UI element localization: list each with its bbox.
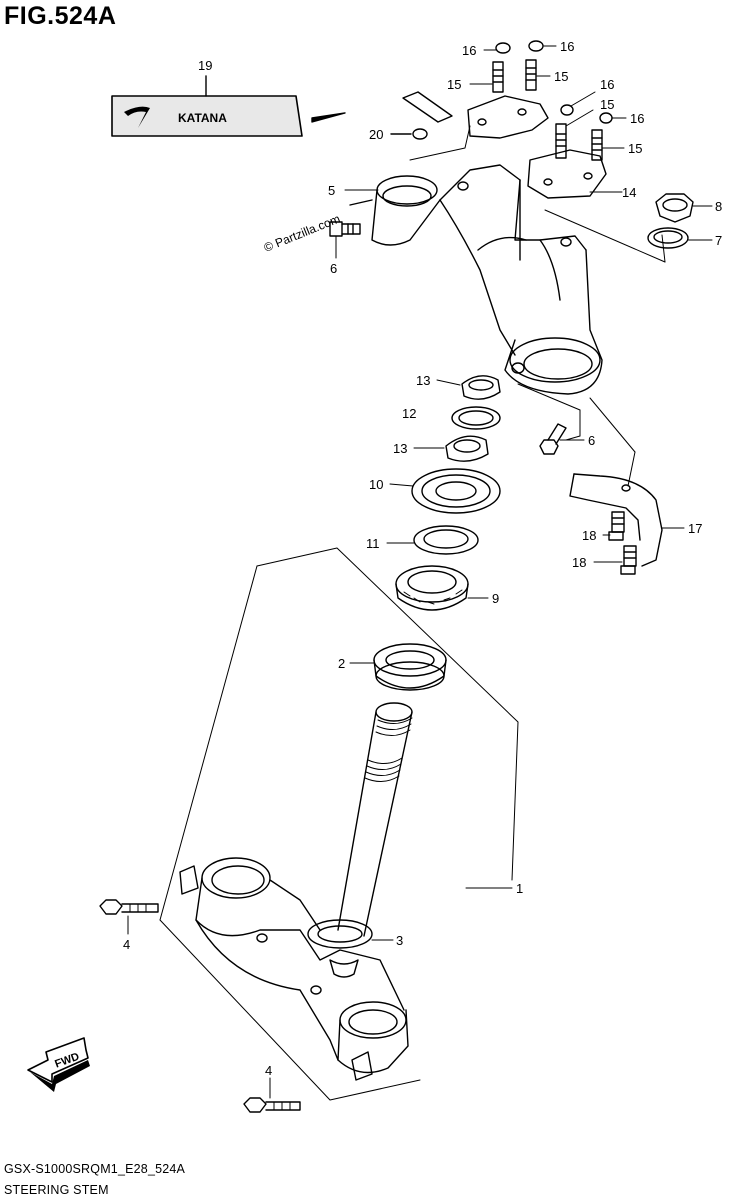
callout-16[interactable]: 16 — [560, 39, 574, 54]
callout-1[interactable]: 1 — [516, 881, 523, 896]
part-17-cable-guide[interactable] — [569, 473, 685, 567]
part-1-steering-stem-lower-bracket[interactable] — [159, 547, 519, 1101]
callout-18[interactable]: 18 — [572, 555, 586, 570]
part-9-bearing-upper[interactable] — [395, 565, 489, 611]
callout-4[interactable]: 4 — [123, 937, 130, 952]
callout-8[interactable]: 8 — [715, 199, 722, 214]
callout-15[interactable]: 15 — [628, 141, 642, 156]
part-13-lock-nut-lower[interactable] — [413, 435, 489, 462]
part-12-washer[interactable] — [451, 406, 501, 430]
callout-6[interactable]: 6 — [330, 261, 337, 276]
callout-11[interactable]: 11 — [366, 536, 380, 551]
callout-2[interactable]: 2 — [338, 656, 345, 671]
figure-code: GSX-S1000SRQM1_E28_524A — [4, 1162, 186, 1176]
part-5-upper-bracket[interactable] — [349, 164, 603, 395]
katana-logo-icon — [124, 106, 150, 128]
part-20-cushion[interactable] — [412, 128, 428, 140]
part-20-plate[interactable] — [402, 91, 453, 123]
callout-17[interactable]: 17 — [688, 521, 702, 536]
callout-9[interactable]: 9 — [492, 591, 499, 606]
callout-14[interactable]: 14 — [622, 185, 636, 200]
part-6-bolt-upper[interactable] — [329, 221, 361, 259]
callout-15[interactable]: 15 — [447, 77, 461, 92]
callout-18[interactable]: 18 — [582, 528, 596, 543]
callout-7[interactable]: 7 — [715, 233, 722, 248]
part-4-bolt-lower[interactable] — [243, 1077, 301, 1113]
part-19-decal[interactable]: KATANA — [111, 75, 303, 137]
figure-name: STEERING STEM — [4, 1183, 109, 1197]
fwd-arrow-icon: FWD — [27, 1037, 90, 1092]
callout-12[interactable]: 12 — [402, 406, 416, 421]
part-10-dust-seal[interactable] — [389, 468, 501, 514]
callout-5[interactable]: 5 — [328, 183, 335, 198]
part-2-bearing-lower[interactable] — [349, 643, 447, 691]
callout-16[interactable]: 16 — [462, 43, 476, 58]
callout-4[interactable]: 4 — [265, 1063, 272, 1078]
part-4-bolt-upper[interactable] — [99, 899, 159, 935]
callout-13[interactable]: 13 — [416, 373, 430, 388]
callout-15[interactable]: 15 — [554, 69, 568, 84]
decal-text: KATANA — [178, 111, 227, 125]
callout-10[interactable]: 10 — [369, 477, 383, 492]
part-11-seal[interactable] — [386, 525, 479, 555]
callout-6[interactable]: 6 — [588, 433, 595, 448]
callout-16[interactable]: 16 — [630, 111, 644, 126]
figure-title: FIG.524A — [4, 2, 117, 30]
callout-15[interactable]: 15 — [600, 97, 614, 112]
part-15-bolts[interactable] — [492, 59, 603, 161]
part-7-washer[interactable] — [647, 227, 713, 249]
callout-20[interactable]: 20 — [369, 127, 383, 142]
callout-19[interactable]: 19 — [198, 58, 212, 73]
callout-16[interactable]: 16 — [600, 77, 614, 92]
part-6-bolt-lower[interactable] — [539, 423, 585, 455]
part-14-handlebar-holder[interactable] — [467, 95, 623, 199]
part-8-nut[interactable] — [655, 193, 713, 223]
part-18-bolts[interactable] — [593, 511, 637, 575]
callout-3[interactable]: 3 — [396, 933, 403, 948]
part-13-lock-nut-upper[interactable] — [436, 375, 501, 400]
callout-13[interactable]: 13 — [393, 441, 407, 456]
